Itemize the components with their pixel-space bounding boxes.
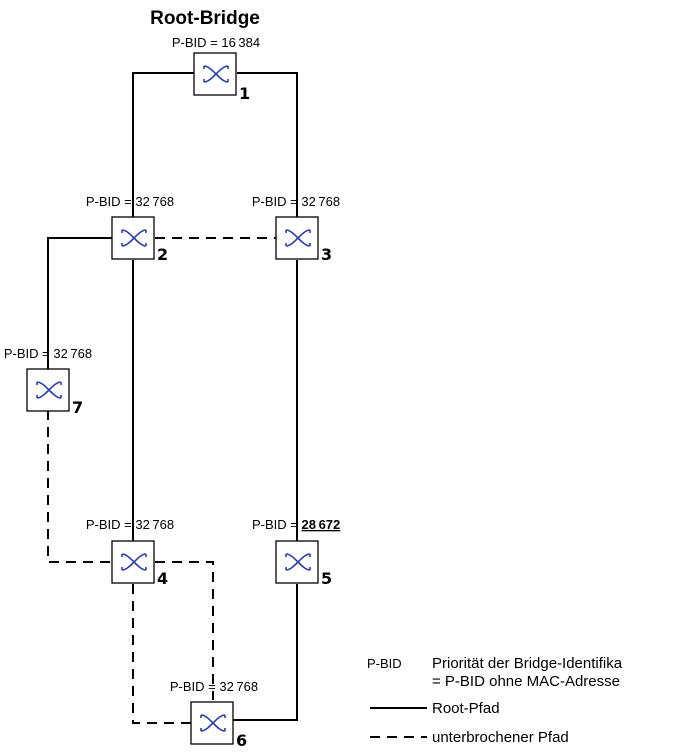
bridge-2-pbid: P-BID = 32 768	[86, 194, 174, 209]
bridge-5: P-BID = 28 672 5	[252, 517, 340, 588]
bridge-2-number: 2	[157, 245, 168, 264]
root-path-links	[47, 72, 298, 721]
bridge-3: P-BID = 32 768 3	[252, 194, 340, 264]
legend: P-BID Priorität der Bridge-Identifika = …	[367, 655, 623, 746]
legend-solid-label: Root-Pfad	[432, 700, 500, 717]
bridge-1-number: 1	[239, 84, 250, 103]
switch-icon	[36, 381, 62, 399]
link-5-6	[233, 584, 298, 721]
bridge-7: P-BID = 32 768 7	[4, 346, 92, 417]
link-4-6-b	[132, 584, 191, 724]
interrupted-path-links	[47, 237, 276, 724]
link-4-6-a	[155, 561, 214, 700]
switch-icon	[121, 229, 147, 247]
bridge-2-box	[111, 216, 155, 260]
legend-desc-line1: Priorität der Bridge-Identifika	[432, 655, 623, 672]
bridge-7-number: 7	[72, 398, 83, 417]
bridge-5-pbid-prefix: P-BID =	[252, 517, 302, 532]
link-1-2	[132, 72, 194, 220]
bridge-4-number: 4	[157, 569, 168, 588]
diagram-title: Root-Bridge	[150, 8, 260, 29]
bridge-7-pbid: P-BID = 32 768	[4, 346, 92, 361]
bridge-3-number: 3	[321, 245, 332, 264]
bridge-5-number: 5	[321, 569, 332, 588]
bridge-4: P-BID = 32 768 4	[86, 517, 174, 588]
switch-icon	[285, 553, 311, 571]
link-2-7	[47, 237, 112, 370]
switch-icon	[121, 553, 147, 571]
bridge-1-pbid: P-BID = 16 384	[172, 35, 260, 50]
bridge-2: P-BID = 32 768 2	[86, 194, 174, 264]
bridge-5-pbid-value: 28 672	[302, 517, 341, 532]
link-7-4	[47, 410, 112, 563]
bridge-4-pbid: P-BID = 32 768	[86, 517, 174, 532]
switch-icon	[200, 714, 226, 732]
bridge-6-pbid: P-BID = 32 768	[170, 679, 258, 694]
legend-abbrev: P-BID	[367, 656, 402, 671]
bridge-6-number: 6	[236, 731, 247, 750]
legend-desc-line2: = P-BID ohne MAC-Adresse	[432, 673, 620, 690]
legend-dashed-label: unterbrochener Pfad	[432, 729, 569, 746]
bridge-1: P-BID = 16 384 1	[172, 35, 260, 103]
switch-icon	[203, 65, 229, 83]
bridge-3-pbid: P-BID = 32 768	[252, 194, 340, 209]
link-1-3	[237, 72, 298, 220]
switch-icon	[285, 229, 311, 247]
bridge-6: P-BID = 32 768 6	[170, 679, 258, 750]
bridge-5-pbid: P-BID = 28 672	[252, 517, 340, 532]
